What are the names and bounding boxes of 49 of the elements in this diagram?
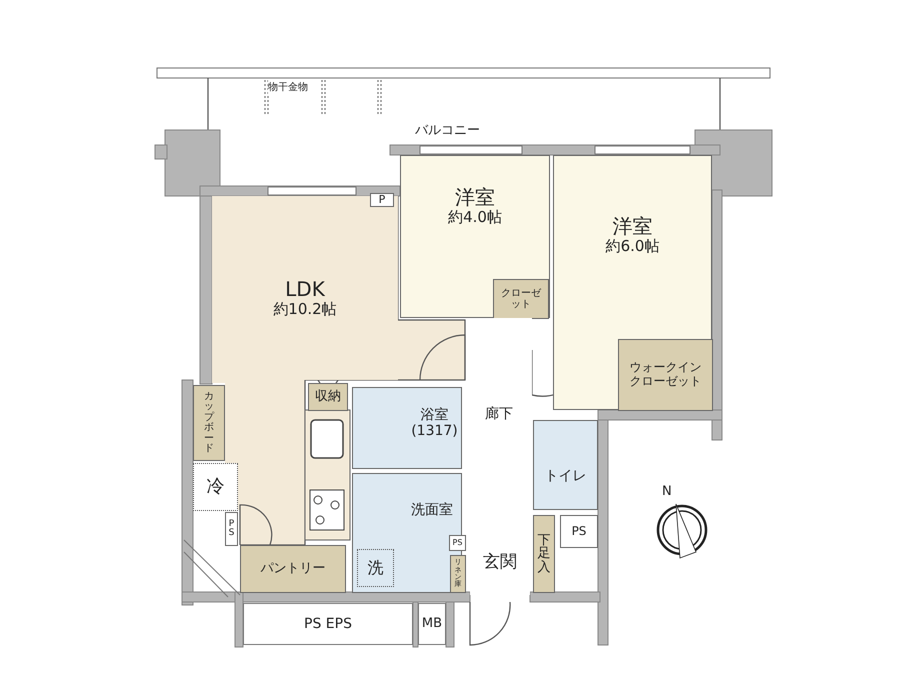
room-label: 下足入 [537, 534, 551, 574]
room-label: 冷 [206, 476, 224, 498]
cupboard-area [193, 385, 225, 461]
room-label: バルコニー [415, 124, 480, 139]
room-area [400, 155, 550, 318]
shaft-box [560, 515, 598, 548]
room-label: ウォークインクローゼット [628, 361, 702, 389]
shaft-box [418, 603, 446, 645]
room-label: 洗面室 [411, 502, 453, 519]
area-label: 約6.0帖 [606, 238, 660, 256]
shaft-box [449, 535, 466, 551]
pantry-area [240, 545, 346, 593]
room-label: 廊下 [485, 406, 513, 422]
room-area [533, 420, 598, 510]
closet-area [493, 279, 549, 319]
room-label: クローゼット [500, 288, 542, 310]
room-area [352, 387, 462, 469]
room-label: P [378, 194, 386, 206]
room-label: パントリー [260, 562, 326, 576]
shaft-box [225, 512, 238, 546]
area-label: 約4.0帖 [448, 209, 502, 227]
room-label: トイレ [544, 468, 586, 484]
room-label: PS [452, 538, 462, 548]
room-label: MB [422, 616, 442, 632]
room-label: 玄関 [483, 552, 517, 572]
room-name: (1317) [411, 423, 458, 440]
room-area [212, 196, 398, 380]
washer-space [357, 549, 394, 587]
room-name: 洋室 [455, 186, 495, 210]
room-label: PS [228, 520, 236, 538]
shoe-closet-area [533, 515, 555, 593]
fridge-space [193, 463, 238, 511]
room-label: カップボード [204, 392, 214, 454]
shaft-box [243, 603, 413, 645]
meter-box [370, 193, 394, 207]
hardware-label: 物干金物 [268, 80, 308, 94]
linen-closet-area [450, 555, 466, 593]
room-label: PS [572, 524, 586, 538]
room-label: PS EPS [304, 616, 352, 632]
room-area [352, 473, 462, 593]
room-name: LDK [285, 278, 325, 301]
storage-area [308, 383, 348, 411]
area-label: 約10.2帖 [273, 300, 337, 318]
closet-area [618, 339, 713, 411]
room-area [553, 155, 712, 410]
room-name: 洋室 [612, 214, 652, 238]
room-label: 洗 [368, 558, 384, 578]
room-label: 収納 [315, 390, 341, 404]
room-name: 浴室 [420, 406, 448, 423]
